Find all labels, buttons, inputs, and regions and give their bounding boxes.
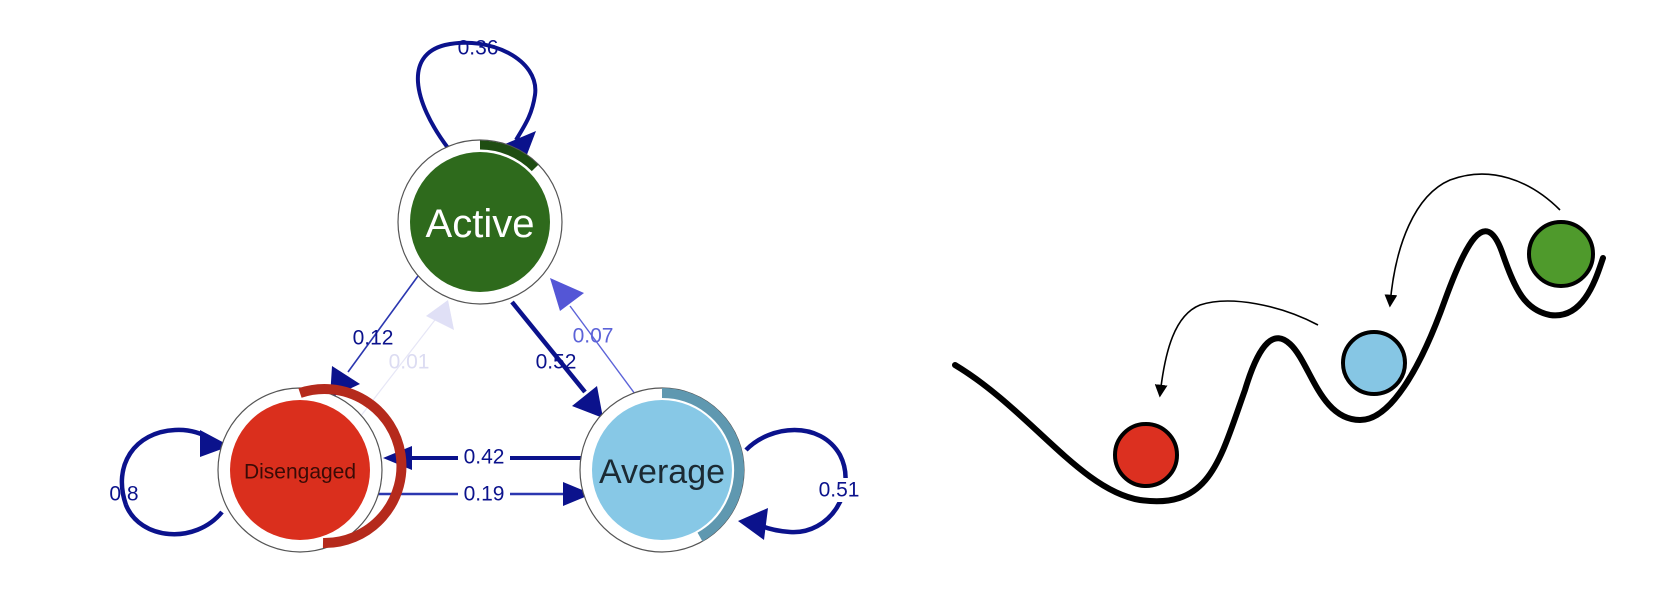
arrowhead-icon (426, 300, 454, 330)
edge-label-disengaged-active: 0.01 (389, 351, 430, 374)
arrowhead-icon (738, 508, 768, 540)
edge-label-disengaged-disengaged: 0.8 (109, 483, 138, 506)
edge-average-average: 0.51 (738, 427, 862, 540)
state-label-average: Average (599, 453, 725, 491)
edge-label-active-disengaged: 0.12 (353, 327, 394, 350)
state-node-active: Active (397, 139, 563, 305)
state-label-disengaged: Disengaged (244, 461, 356, 484)
edge-disengaged-disengaged: 0.8 (109, 427, 230, 537)
markov-chain-diagram: 0.36 0.12 0.01 0.52 0.07 (109, 37, 862, 553)
edge-label-active-active: 0.36 (458, 37, 499, 60)
arrow-green-to-blue (1384, 173, 1561, 308)
arrowhead-icon (498, 131, 536, 165)
state-node-average: Average (579, 387, 745, 553)
edge-label-average-active: 0.07 (573, 325, 614, 348)
edge-active-average: 0.52 (510, 300, 603, 418)
ball-active-icon (1527, 220, 1595, 288)
edge-average-disengaged: 0.42 (383, 446, 595, 470)
edge-label-average-disengaged: 0.42 (464, 446, 505, 469)
state-label-active: Active (426, 202, 535, 246)
landscape-curve (952, 228, 1606, 505)
arrowhead-icon (572, 386, 603, 418)
ball-average-icon (1341, 330, 1407, 396)
edge-label-average-average: 0.51 (819, 479, 860, 502)
edge-active-disengaged: 0.12 (330, 275, 419, 398)
arrowhead-icon (200, 430, 230, 457)
edge-active-active: 0.36 (415, 37, 538, 165)
arrow-blue-to-red (1154, 300, 1319, 398)
arrowhead-icon (563, 482, 592, 506)
arrowhead-icon (550, 278, 584, 311)
edge-label-disengaged-average: 0.19 (464, 483, 505, 506)
ball-disengaged-icon (1113, 422, 1179, 488)
edge-disengaged-average: 0.19 (376, 482, 592, 506)
edge-average-active: 0.07 (550, 278, 639, 399)
state-node-disengaged: Disengaged (217, 384, 407, 553)
energy-landscape-diagram (952, 173, 1606, 505)
edge-label-active-average: 0.52 (536, 351, 577, 374)
edge-disengaged-active: 0.01 (359, 300, 454, 418)
